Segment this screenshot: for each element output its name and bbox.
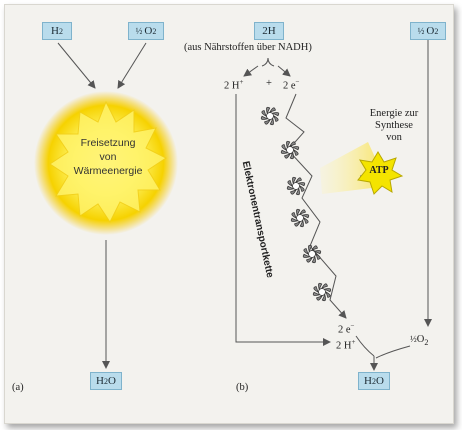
o2-text-b: O bbox=[426, 25, 435, 37]
sun-label: Freisetzung von Wärmeenergie bbox=[58, 136, 158, 178]
carrier-protein-icon bbox=[280, 140, 300, 160]
energy-line-3: von bbox=[386, 132, 402, 143]
panel-b-label: (b) bbox=[236, 382, 249, 393]
oxygen-bottom-text: O bbox=[416, 334, 425, 345]
merge-oxygen bbox=[375, 345, 411, 359]
carrier-protein-icon bbox=[312, 282, 332, 302]
arrow-h2-to-sun bbox=[57, 42, 96, 89]
energy-line-1: Energie zur bbox=[369, 108, 419, 119]
2h-input-box: 2H bbox=[254, 22, 284, 40]
protons-bottom: 2 H+ bbox=[336, 338, 356, 352]
h2-text: H bbox=[51, 25, 59, 37]
sun-heat-release-icon bbox=[34, 91, 178, 235]
o2-subscript: 2 bbox=[152, 26, 157, 36]
protons-top: 2 H+ bbox=[224, 78, 244, 92]
merge-electrons bbox=[355, 335, 375, 357]
h2o-subscript: 2 bbox=[104, 376, 108, 386]
h2o-h-text-b: H bbox=[364, 375, 372, 387]
o2-subscript-b: 2 bbox=[434, 26, 439, 36]
brace-split bbox=[261, 57, 275, 67]
h2o-o-text-b: O bbox=[376, 375, 384, 387]
electrons-top-text: 2 e bbox=[283, 80, 296, 92]
electron-transport-path bbox=[285, 93, 347, 319]
electrons-bottom-text: 2 e bbox=[338, 324, 351, 336]
atp-star-icon bbox=[357, 151, 404, 195]
electrons-bottom: 2 e− bbox=[338, 322, 355, 336]
panel-a-label: (a) bbox=[12, 382, 24, 393]
arrow-o2-to-sun bbox=[117, 42, 147, 89]
arrow-protons-path bbox=[235, 94, 331, 346]
2h-text: 2H bbox=[262, 25, 276, 37]
half-fraction-bottom: ½ bbox=[410, 334, 417, 344]
sun-line-3: Wärmeenergie bbox=[73, 165, 143, 177]
carrier-proteins bbox=[260, 106, 332, 302]
protons-bottom-text: 2 H bbox=[336, 340, 352, 352]
half-fraction: ½ bbox=[135, 26, 143, 36]
carrier-protein-icon bbox=[290, 208, 310, 228]
carrier-protein-icon bbox=[302, 244, 322, 264]
sun-line-1: Freisetzung bbox=[80, 137, 136, 149]
nadh-source-note: (aus Nährstoffen über NADH) bbox=[184, 42, 312, 53]
carrier-protein-icon bbox=[260, 106, 280, 126]
h2o-subscript-b: 2 bbox=[372, 376, 376, 386]
electrons-top: 2 e− bbox=[283, 78, 300, 92]
half-fraction-b: ½ bbox=[417, 26, 425, 36]
sun-line-2: von bbox=[99, 151, 117, 163]
atp-label: ATP bbox=[369, 165, 389, 176]
h2o-h-text: H bbox=[96, 375, 104, 387]
energy-label: Energie zur Synthese von bbox=[362, 108, 426, 144]
oxygen-bottom: ½O2 bbox=[410, 334, 428, 347]
plus-sign: + bbox=[266, 78, 272, 89]
arrow-to-protons bbox=[243, 65, 259, 77]
protons-top-text: 2 H bbox=[224, 80, 240, 92]
o2-text: O bbox=[144, 25, 153, 37]
arrow-to-electrons bbox=[277, 65, 291, 77]
h2o-o-text: O bbox=[108, 375, 116, 387]
carrier-protein-icon bbox=[286, 176, 306, 196]
energy-line-2: Synthese bbox=[375, 120, 413, 131]
h2-subscript: 2 bbox=[58, 26, 63, 36]
oxygen-bottom-subscript: 2 bbox=[424, 338, 429, 348]
